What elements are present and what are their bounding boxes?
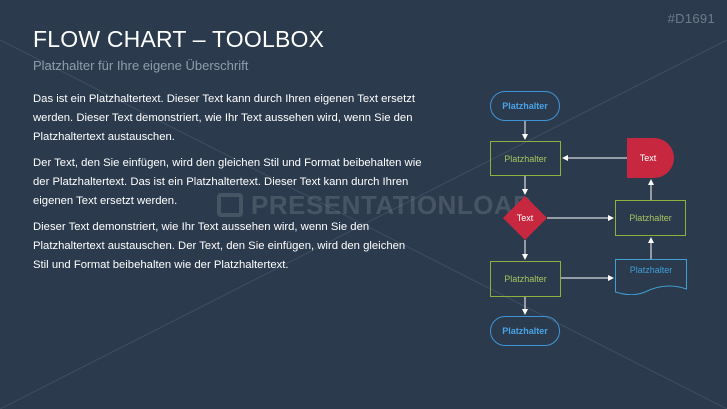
decision-label: Text	[516, 213, 534, 223]
decision-diamond-shape	[503, 196, 547, 240]
flowchart-delay: Text	[627, 138, 674, 178]
flowchart-process-bottom: Platzhalter	[490, 261, 561, 297]
slide-subtitle: Platzhalter für Ihre eigene Überschrift	[33, 58, 249, 73]
process-bottom-label: Platzhalter	[504, 274, 547, 284]
slide-id: #D1691	[667, 11, 715, 26]
paragraph-3: Dieser Text demonstriert, wie Ihr Text a…	[33, 221, 406, 271]
watermark-logo-icon	[217, 193, 243, 217]
delay-shape	[627, 138, 674, 178]
flowchart-decision: Text	[503, 196, 547, 240]
end-terminal-label: Platzhalter	[502, 326, 548, 336]
watermark: PRESENTATIONLOAD	[217, 190, 532, 221]
paragraph-2: Der Text, den Sie einfügen, wird den gle…	[33, 157, 422, 207]
flowchart-process-right: Platzhalter	[615, 200, 686, 236]
delay-label: Text	[639, 153, 657, 163]
start-terminal-label: Platzhalter	[502, 101, 548, 111]
process-right-label: Platzhalter	[629, 213, 672, 223]
document-label: Platzhalter	[629, 265, 673, 275]
flowchart-start-terminal: Platzhalter	[490, 91, 560, 121]
flowchart-end-terminal: Platzhalter	[490, 316, 560, 346]
flowchart-document: Platzhalter	[615, 259, 687, 296]
document-shape	[615, 259, 687, 296]
watermark-text: PRESENTATIONLOAD	[251, 190, 533, 220]
paragraph-1: Das ist ein Platzhaltertext. Dieser Text…	[33, 93, 415, 143]
body-text: Das ist ein Platzhaltertext. Dieser Text…	[33, 90, 423, 282]
process-top-label: Platzhalter	[504, 153, 547, 164]
slide-title: FLOW CHART – TOOLBOX	[33, 26, 325, 52]
flowchart-process-top: Platzhalter	[490, 141, 561, 176]
